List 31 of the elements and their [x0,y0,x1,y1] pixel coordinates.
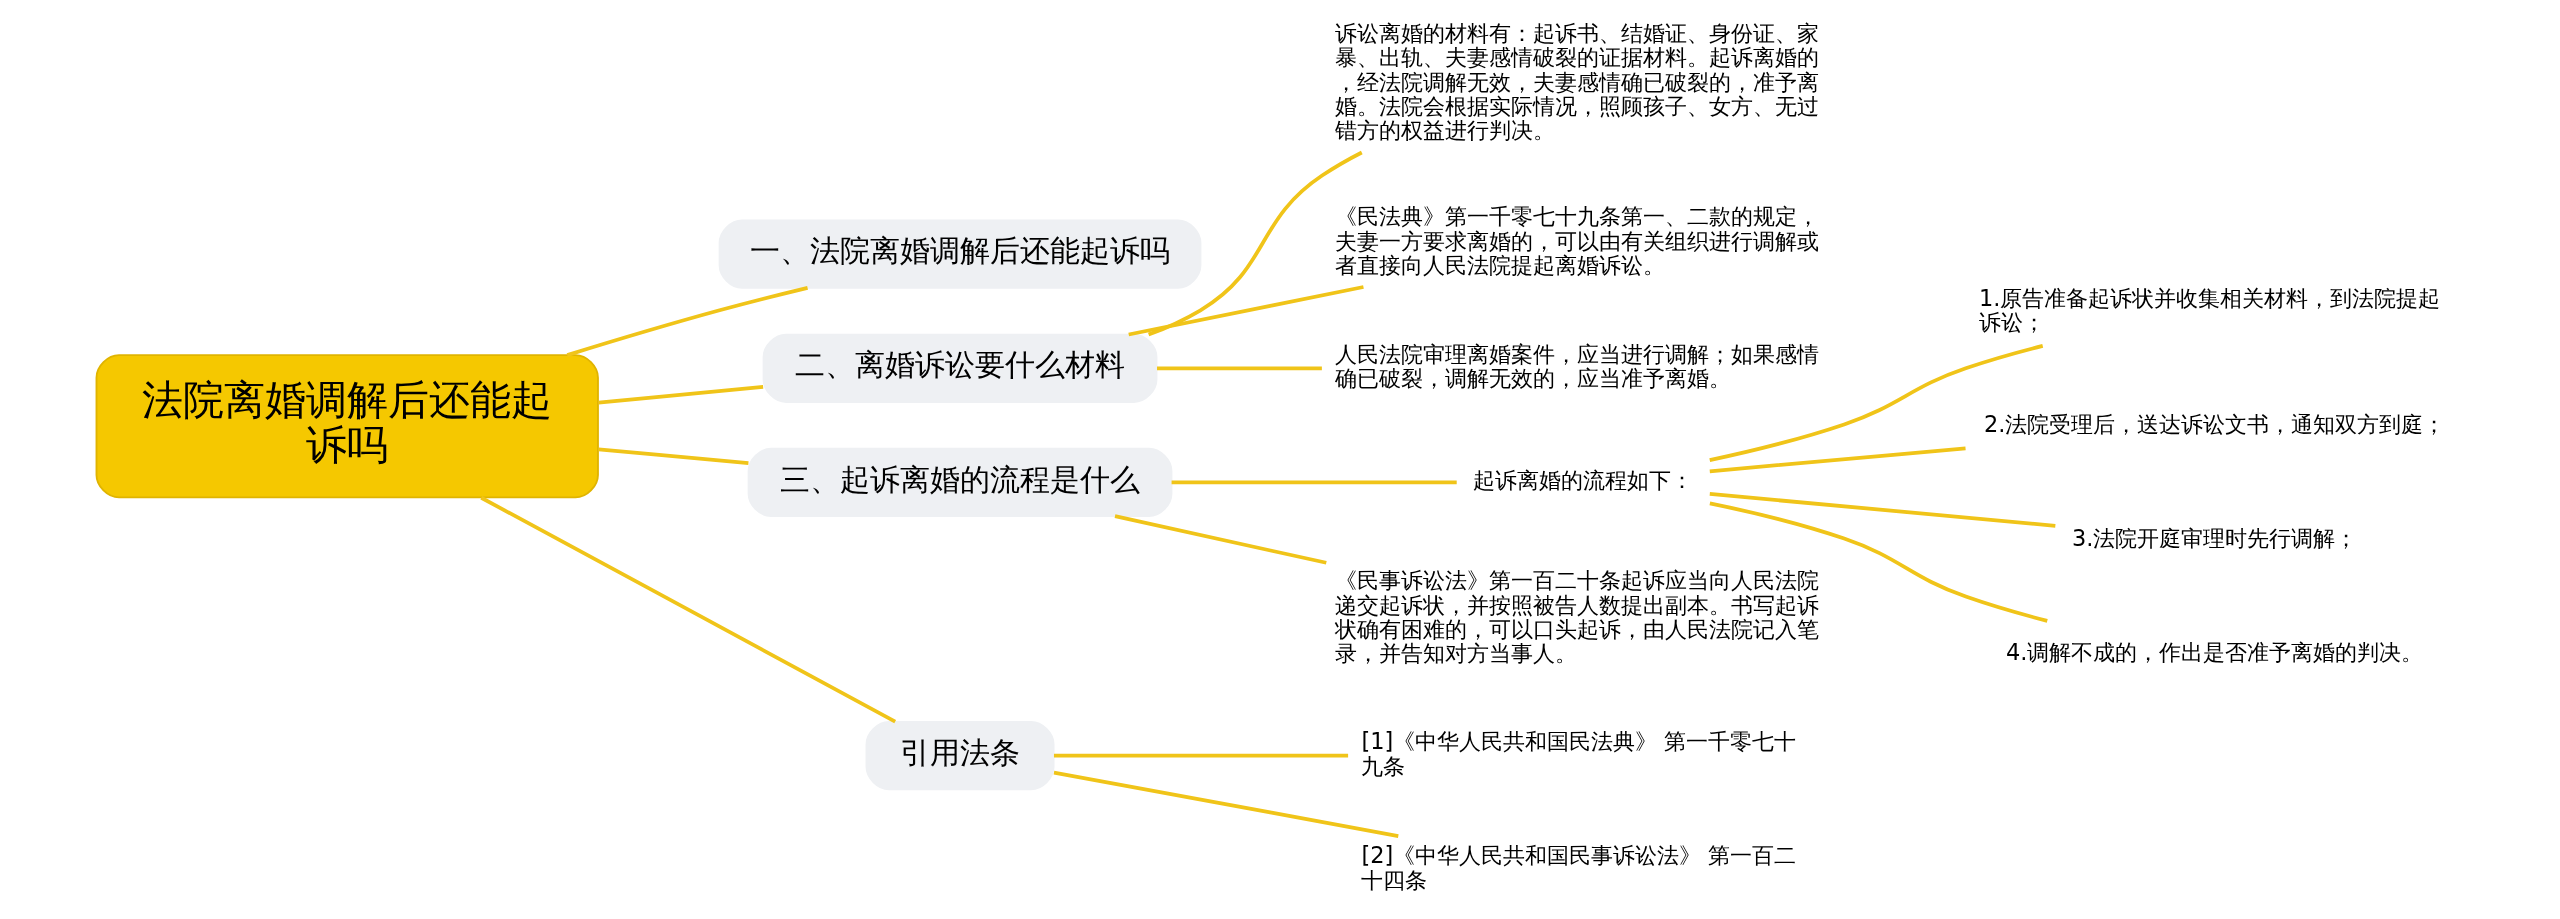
node-box: 法院离婚调解后还能起诉吗 [95,354,599,499]
connector [1709,501,2048,623]
connector [1147,150,1363,337]
node-text: 4.调解不成的，作出是否准予离婚的判决。 [2005,639,2424,666]
connector [1114,514,1327,565]
node-text: 1.原告准备起诉状并收集相关材料，到法院提起诉讼； [1978,284,2441,336]
node-text: 2.法院受理后，送达诉讼文书，通知双方到庭； [1983,411,2446,438]
node-text: 诉讼离婚的材料有：起诉书、结婚证、身份证、家暴、出轨、夫妻感情破裂的证据材料。起诉离婚的，经法院调解无效，夫妻感情确已破裂的，准予离婚。法院会根据实际情况，照顾孩子、女方、无过错方的权益进行判决。 [1335,20,1820,144]
connector [566,286,808,357]
connector [1053,753,1349,758]
node-box: 三、起诉离婚的流程是什么 [747,447,1173,518]
node-text: 《民事诉讼法》第一百二十条起诉应当向人民法院递交起诉状，并按照被告人数提出副本。书写起诉状确有困难的，可以口头起诉，由人民法院记入笔录，并告知对方当事人。 [1335,567,1820,667]
connector [480,496,897,724]
node-box: 引用法条 [865,721,1055,791]
connector [598,385,764,405]
node-text: 3.法院开庭审理时先行调解； [2071,525,2358,552]
connector [1157,366,1322,371]
connector [1053,770,1399,838]
connector [1709,344,2044,462]
node-text: 人民法院审理离婚案件，应当进行调解；如果感情确已破裂，调解无效的，应当准予离婚。 [1335,340,1820,392]
node-text: [2]《中华人民共和国民事诉讼法》 第一百二十四条 [1361,842,1797,893]
node-text: 起诉离婚的流程如下： [1473,467,1694,494]
node-text: 《民法典》第一千零七十九条第一、二款的规定，夫妻一方要求离婚的，可以由有关组织进行调解或者直接向人民法院提起离婚诉讼。 [1335,203,1820,279]
connector [1709,446,1966,474]
connector [1171,480,1457,485]
connector [598,447,749,465]
node-box: 一、法院离婚调解后还能起诉吗 [718,219,1202,289]
connector [1709,492,2056,528]
node-text: [1]《中华人民共和国民法典》 第一千零七十九条 [1361,728,1797,779]
connector [1128,285,1364,337]
node-box: 二、离婚诉讼要什么材料 [762,333,1158,403]
